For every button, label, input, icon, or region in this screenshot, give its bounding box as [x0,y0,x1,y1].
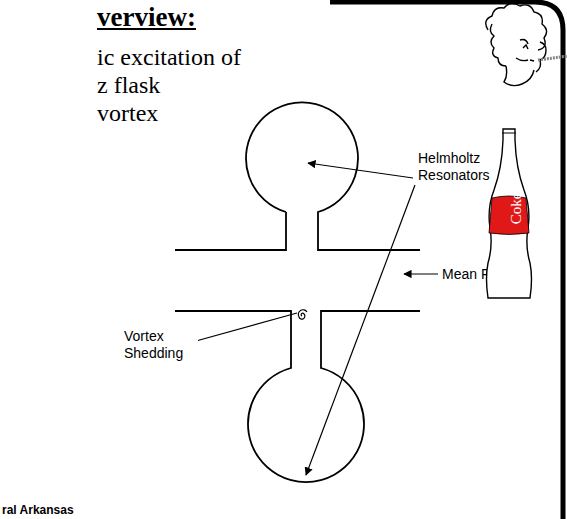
top-resonator [175,102,420,250]
bottom-resonator [175,311,420,482]
bottle-label: Coke [508,193,525,225]
bullet-text: vortex [97,100,158,127]
bullet-text: ic excitation of [97,44,241,71]
slide-border [330,2,563,519]
coke-bottle: Coke [484,128,534,300]
cartoon-head [486,3,547,85]
callout-label: Vortex Shedding [122,328,198,362]
footer-text: ral Arkansas [2,503,74,517]
slide-title: verview: [97,2,196,33]
vortex-spiral [298,310,307,319]
leader-line [306,185,415,475]
breath-stream [538,56,567,60]
leader-line [308,163,413,178]
leader-line [196,313,297,341]
callout-label: Helmholtz Resonators [418,150,498,184]
bullet-text: z flask [97,72,160,99]
leader-line [404,273,438,274]
